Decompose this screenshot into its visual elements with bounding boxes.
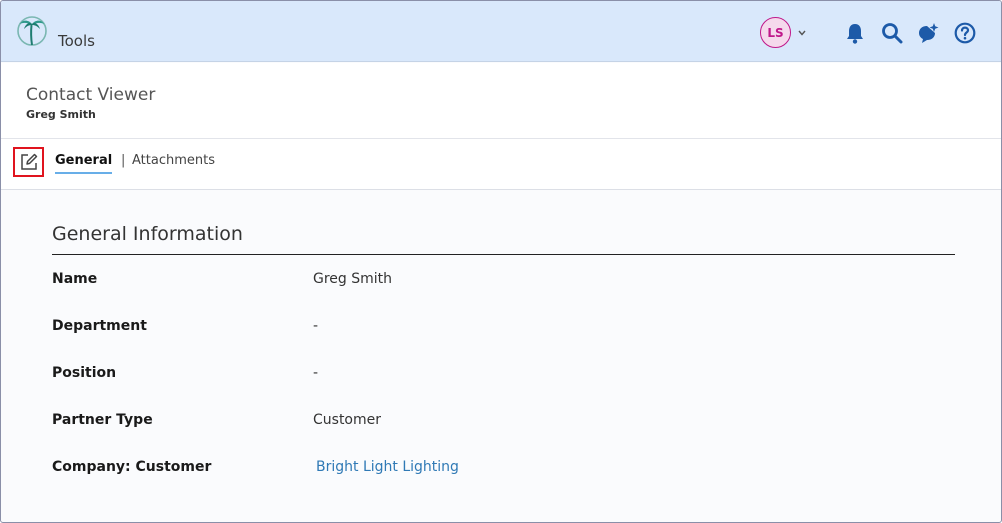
field-row-position: Position - (52, 365, 955, 387)
edit-icon (20, 153, 37, 170)
edit-button[interactable] (13, 147, 44, 177)
field-label: Name (52, 271, 98, 287)
search-icon[interactable] (881, 22, 903, 44)
field-row-partner-type: Partner Type Customer (52, 412, 955, 434)
field-row-department: Department - (52, 318, 955, 340)
help-icon[interactable] (954, 22, 976, 44)
top-bar: Tools LS (1, 1, 1001, 62)
palm-logo-icon[interactable] (16, 15, 48, 49)
chevron-down-icon[interactable] (797, 29, 807, 37)
field-label: Company: Customer (52, 459, 212, 475)
avatar-initials: LS (767, 25, 784, 40)
field-value: Customer (313, 412, 382, 428)
section-divider (52, 254, 955, 255)
field-value: - (313, 365, 319, 381)
tab-general[interactable]: General (55, 153, 113, 174)
field-value: Greg Smith (313, 271, 393, 287)
field-label: Partner Type (52, 412, 153, 428)
tab-separator: | (121, 153, 126, 168)
company-link[interactable]: Bright Light Lighting (316, 459, 459, 475)
field-value: - (313, 318, 319, 334)
bell-icon[interactable] (844, 22, 866, 44)
user-avatar[interactable]: LS (760, 17, 791, 48)
field-row-company-customer: Company: Customer Bright Light Lighting (52, 459, 955, 481)
tab-attachments[interactable]: Attachments (132, 153, 215, 168)
section-title: General Information (52, 223, 243, 245)
tab-bar: General | Attachments (1, 139, 1001, 190)
page-subtitle: Greg Smith (26, 108, 96, 121)
field-label: Position (52, 365, 117, 381)
field-row-name: Name Greg Smith (52, 271, 955, 293)
ai-sparkle-icon[interactable] (917, 22, 939, 44)
app-title: Tools (58, 32, 95, 50)
page-header: Contact Viewer Greg Smith (1, 63, 1001, 139)
field-label: Department (52, 318, 147, 334)
page-title: Contact Viewer (26, 85, 156, 105)
